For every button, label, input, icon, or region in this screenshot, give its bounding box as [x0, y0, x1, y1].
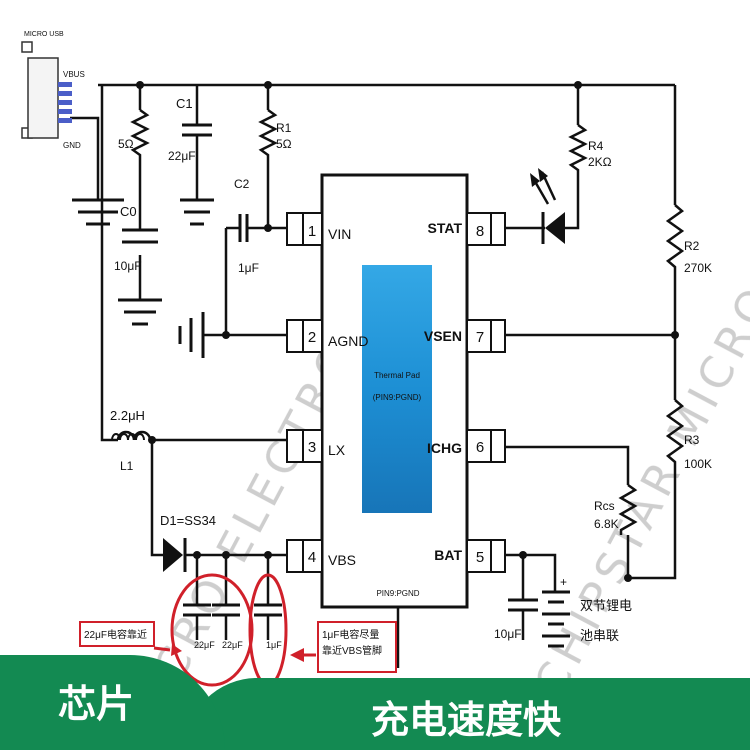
r1-value: 5Ω [276, 137, 292, 151]
pin-4-number: 4 [308, 549, 316, 566]
battery-label-1: 双节锂电 [580, 598, 632, 613]
pin-1-number: 1 [308, 223, 316, 240]
l1-value: 2.2μH [110, 408, 145, 423]
note-arrow-left-icon [171, 644, 182, 656]
ground-c1-icon [180, 198, 214, 226]
pin-5-name: BAT [434, 547, 462, 563]
r-input-value: 5Ω [118, 137, 134, 151]
capacitor-c2-icon [238, 214, 249, 242]
ground-symbols [72, 198, 214, 358]
usb-gnd-label: GND [63, 141, 81, 150]
c0-name: C0 [120, 204, 137, 219]
pin-6: 6 ICHG [427, 429, 506, 463]
micro-usb-connector: MICRO USB VBUS GND [21, 31, 85, 150]
c-vbs-c-value: 1μF [266, 640, 282, 650]
c1-value: 22μF [168, 149, 196, 163]
pin-3-name: LX [328, 442, 346, 458]
c0-value: 10μF [114, 259, 142, 273]
ground-c0-icon [118, 298, 162, 326]
resistor-r4-icon [568, 123, 588, 192]
usb-vbus-label: VBUS [63, 70, 85, 79]
watermark-text-b: CHIPSTAR MICRO ELECTRONICS [525, 0, 750, 705]
banner-feature-text: 充电速度快 [371, 698, 562, 742]
l1-name: L1 [120, 459, 134, 473]
r1-name: R1 [276, 121, 292, 135]
c-vbs-a-value: 22μF [194, 640, 215, 650]
pin-2-name: AGND [328, 333, 368, 349]
resistor-rcs-icon [618, 483, 638, 535]
c-vbs-b-value: 22μF [222, 640, 243, 650]
capacitor-bat-icon [508, 598, 538, 612]
pin-7-name: VSEN [424, 328, 462, 344]
component-labels: 5Ω C1 22μF R1 5Ω C2 1μF C0 10μF R4 2KΩ R… [110, 96, 712, 650]
pin-7-number: 7 [476, 329, 484, 346]
pin-1-name: VIN [328, 226, 351, 242]
ic-pgnd-label: PIN9:PGND [376, 589, 419, 598]
pin-3: 3 LX [286, 429, 346, 463]
pin-5-number: 5 [476, 549, 484, 566]
usb-label: MICRO USB [24, 31, 64, 38]
pin-8-number: 8 [476, 223, 484, 240]
charger-ic: Thermal Pad (PIN9:PGND) PIN9:PGND 1 VIN … [286, 173, 506, 609]
pin-7: 7 VSEN [424, 319, 506, 353]
ground-agnd-icon [178, 312, 205, 358]
diode-d1-icon [163, 538, 187, 572]
c2-name: C2 [234, 177, 250, 191]
d1-label: D1=SS34 [160, 513, 216, 528]
rcs-name: Rcs [594, 499, 615, 513]
r4-name: R4 [588, 139, 604, 153]
note-right-text-2: 靠近VBS管脚 [322, 644, 382, 657]
capacitor-c0-icon [122, 228, 158, 244]
battery-icon: + [542, 575, 570, 648]
ground-usb-icon [72, 198, 124, 226]
resistor-input-icon [130, 108, 150, 160]
pin-6-name: ICHG [427, 440, 462, 456]
r3-value: 100K [684, 457, 712, 471]
r3-name: R3 [684, 433, 700, 447]
note-box-right [317, 621, 397, 673]
pin-3-number: 3 [308, 439, 316, 456]
capacitor-c1-icon [182, 123, 212, 137]
resistor-r3-icon [665, 399, 685, 470]
pin-2-number: 2 [308, 329, 316, 346]
pin-8: 8 STAT [428, 212, 506, 246]
battery-label-2: 池串联 [580, 628, 619, 643]
pin-6-number: 6 [476, 439, 484, 456]
note-arrow-right-icon [290, 648, 304, 662]
capacitor-vbs-c-icon [254, 603, 282, 617]
wires [70, 83, 677, 668]
pin-2: 2 AGND [286, 319, 368, 353]
inductor-icon [116, 430, 152, 441]
banner-feature: 充电速度快 [185, 678, 750, 750]
battery-plus-label: + [560, 575, 567, 589]
c-bat-value: 10μF [494, 627, 522, 641]
resistor-r1-icon [258, 108, 278, 165]
note-box-left [79, 621, 155, 647]
resistors [130, 108, 685, 535]
note-right-text-1: 1μF电容尽量 [322, 628, 379, 641]
led-icon [530, 168, 565, 244]
rcs-value: 6.8K [594, 517, 619, 531]
thermal-pad-label-2: (PIN9:PGND) [373, 393, 422, 402]
r2-name: R2 [684, 239, 700, 253]
pin-5: 5 BAT [434, 539, 506, 573]
junction-dots [136, 81, 679, 582]
pin-4: 4 VBS [286, 539, 356, 573]
thermal-pad-label-1: Thermal Pad [374, 371, 420, 380]
cap-leads [195, 610, 525, 640]
r4-value: 2KΩ [588, 155, 612, 169]
c1-name: C1 [176, 96, 193, 111]
note-circle-22uf [170, 573, 254, 687]
pin-8-name: STAT [428, 220, 463, 236]
note-left-text: 22μF电容靠近 [84, 628, 147, 641]
layout-notes: 22μF电容靠近 1μF电容尽量 靠近VBS管脚 [79, 573, 397, 687]
banner-product-text: 芯片 [58, 682, 135, 726]
pin-1: 1 VIN [286, 212, 351, 246]
r2-value: 270K [684, 261, 712, 275]
pin-4-name: VBS [328, 552, 356, 568]
c2-value: 1μF [238, 261, 259, 275]
thermal-pad [362, 265, 432, 513]
resistor-r2-icon [665, 204, 685, 280]
